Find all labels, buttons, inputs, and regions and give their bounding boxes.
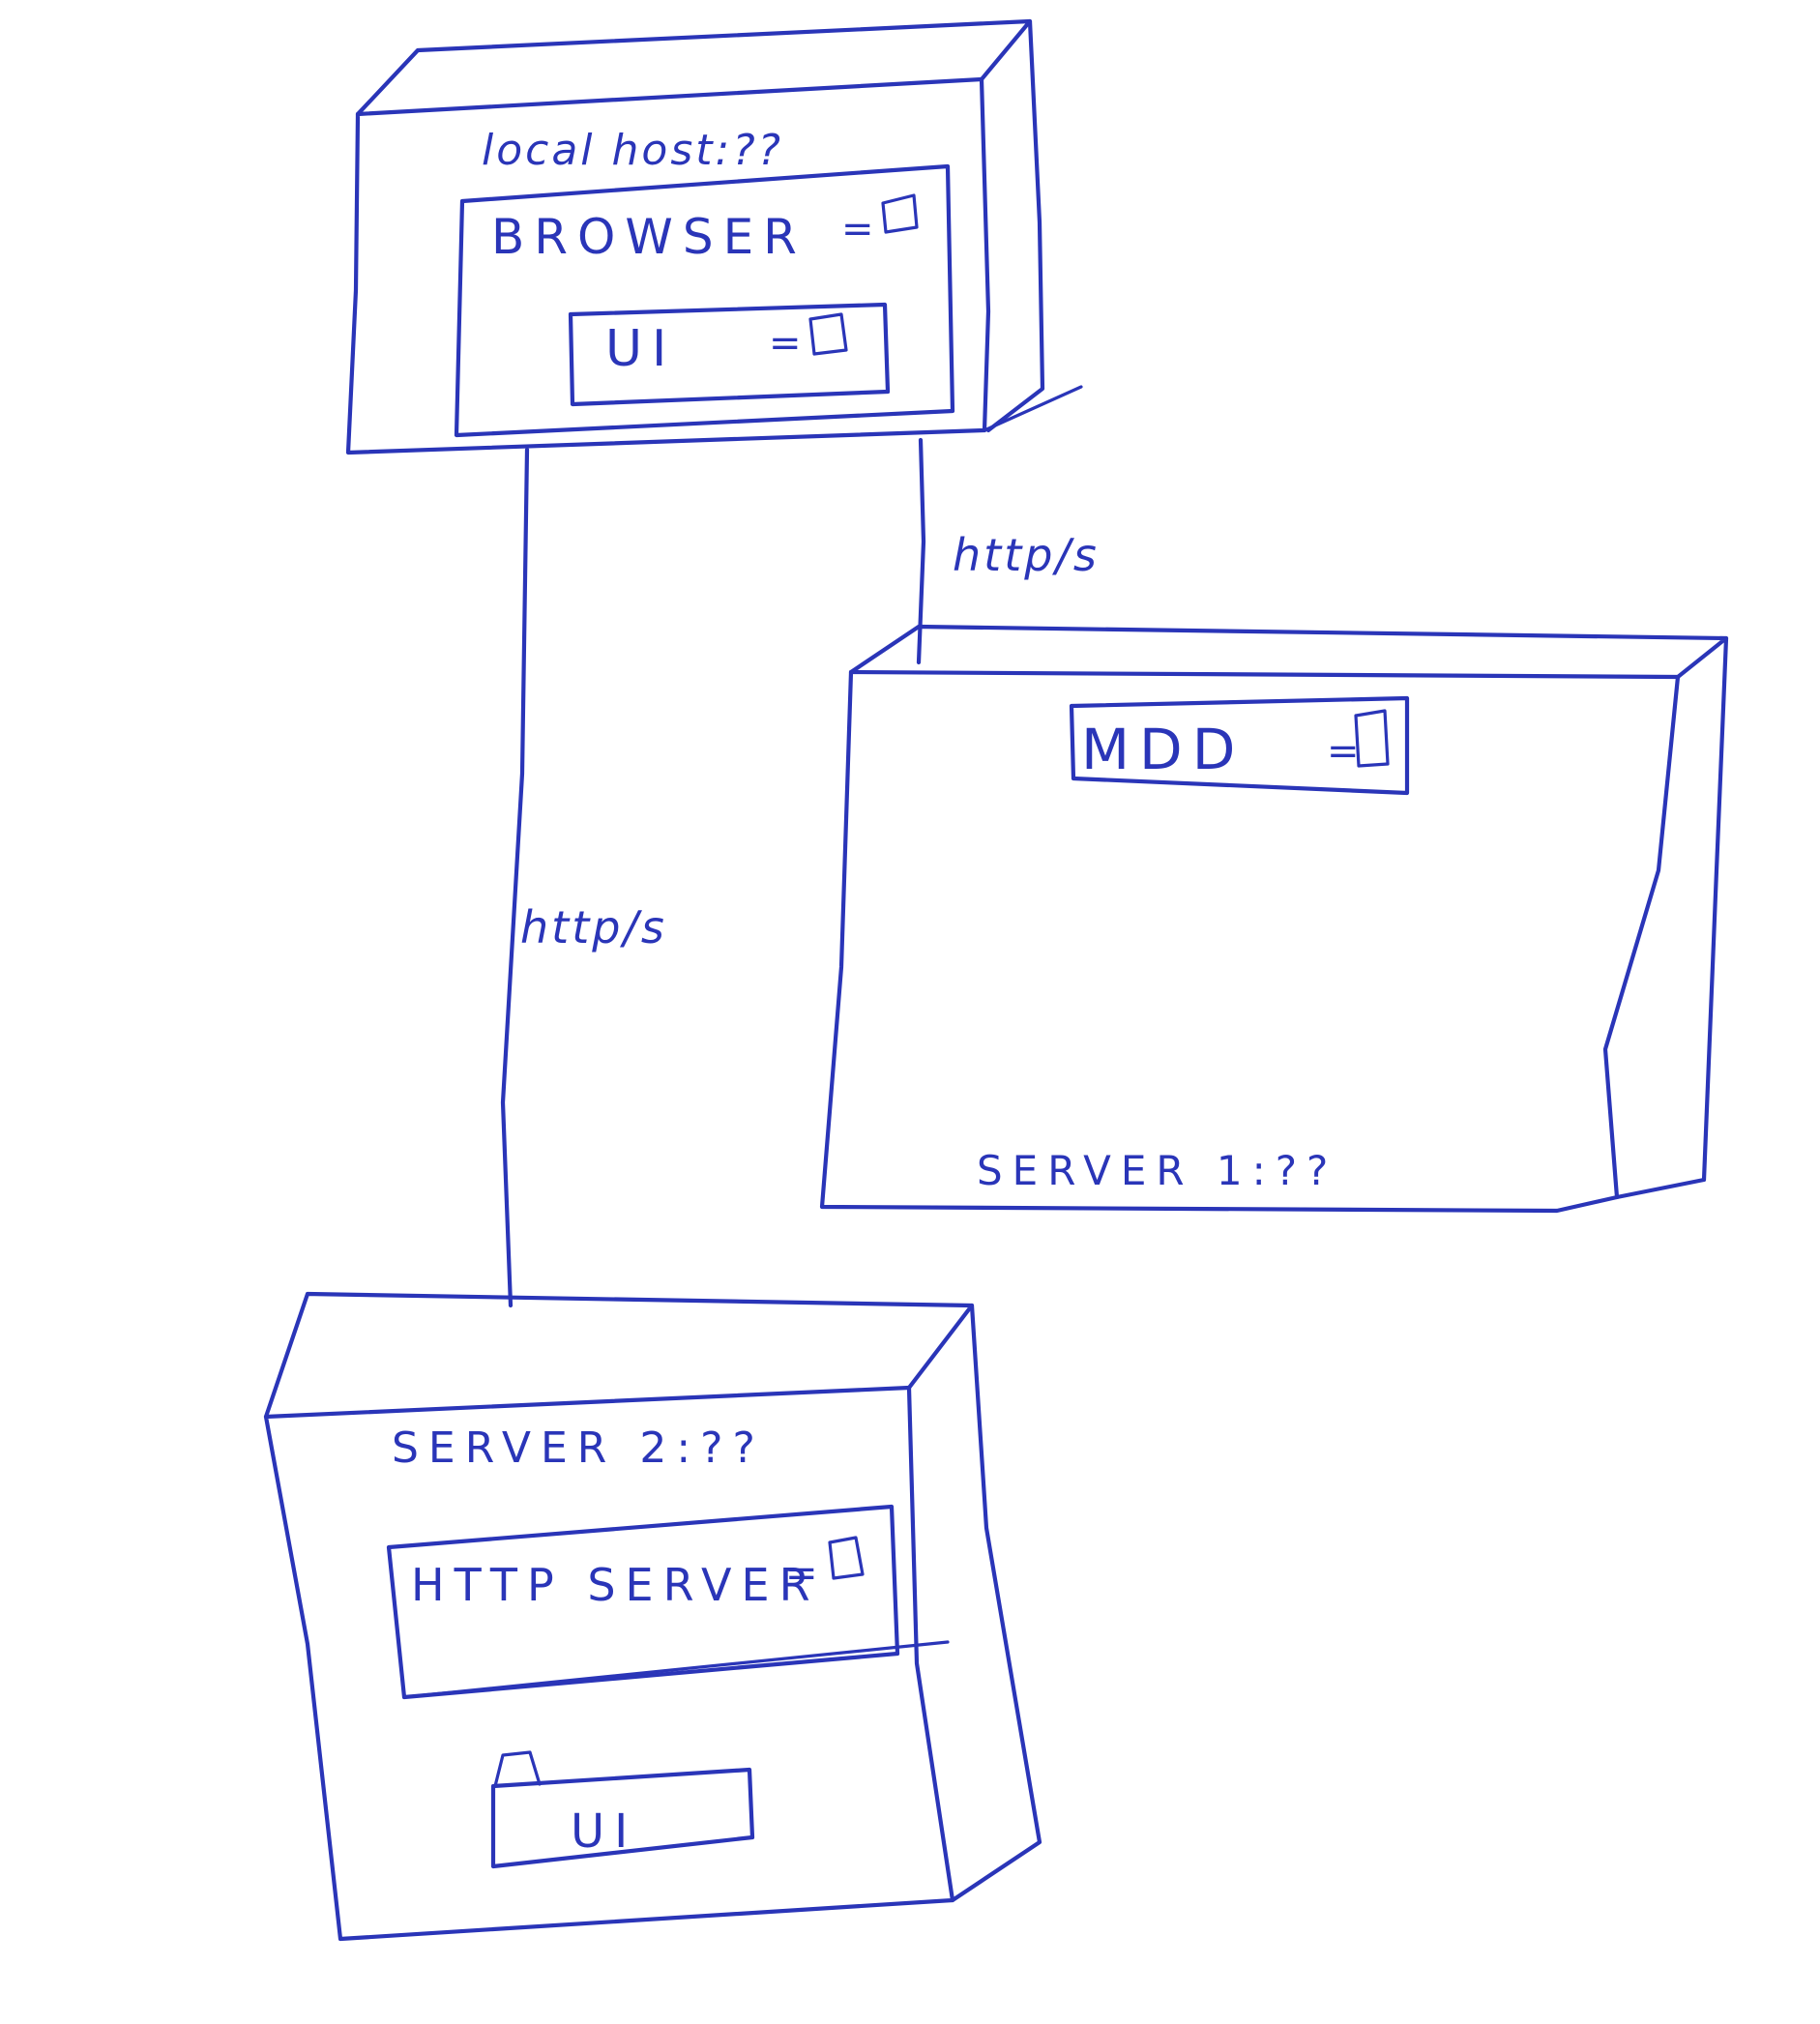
http-server-label: HTTP SERVER bbox=[411, 1559, 820, 1611]
ui-component-local: UI = bbox=[568, 302, 891, 407]
localhost-title: local host:?? bbox=[482, 126, 783, 175]
mdd-port-icon bbox=[1354, 709, 1390, 768]
ui-port-marker-local: = bbox=[769, 321, 802, 366]
server1-box: MDD = SERVER 1:?? bbox=[819, 624, 1729, 1214]
http-server-port-marker: = bbox=[785, 1551, 818, 1596]
ui-port-icon-local bbox=[808, 312, 848, 356]
server1-title: SERVER 1:?? bbox=[977, 1147, 1337, 1194]
localhost-box: local host:?? BROWSER = UI = bbox=[345, 18, 1083, 455]
server2-box: SERVER 2:?? HTTP SERVER = UI bbox=[263, 1291, 1042, 1942]
ui-folder-label: UI bbox=[571, 1804, 637, 1859]
connection-label-server2: http/s bbox=[520, 901, 667, 953]
browser-port-icon bbox=[881, 193, 919, 234]
connection-local-to-server1: http/s bbox=[916, 437, 1100, 665]
ui-label-local: UI bbox=[605, 320, 676, 378]
folder-icon bbox=[493, 1750, 542, 1788]
http-server-port-icon bbox=[828, 1536, 865, 1580]
mdd-label: MDD bbox=[1081, 717, 1245, 782]
mdd-component: MDD = bbox=[1069, 695, 1410, 796]
browser-port-marker: = bbox=[841, 207, 874, 251]
browser-label: BROWSER bbox=[491, 209, 807, 265]
mdd-port-marker: = bbox=[1327, 729, 1360, 774]
server2-title: SERVER 2:?? bbox=[392, 1423, 765, 1473]
browser-component: BROWSER = bbox=[454, 163, 955, 438]
http-server-component: HTTP SERVER = bbox=[386, 1504, 950, 1700]
connection-label-server1: http/s bbox=[953, 529, 1100, 581]
ui-folder-component: UI bbox=[490, 1750, 755, 1869]
connection-local-to-server2: http/s bbox=[500, 447, 667, 1308]
